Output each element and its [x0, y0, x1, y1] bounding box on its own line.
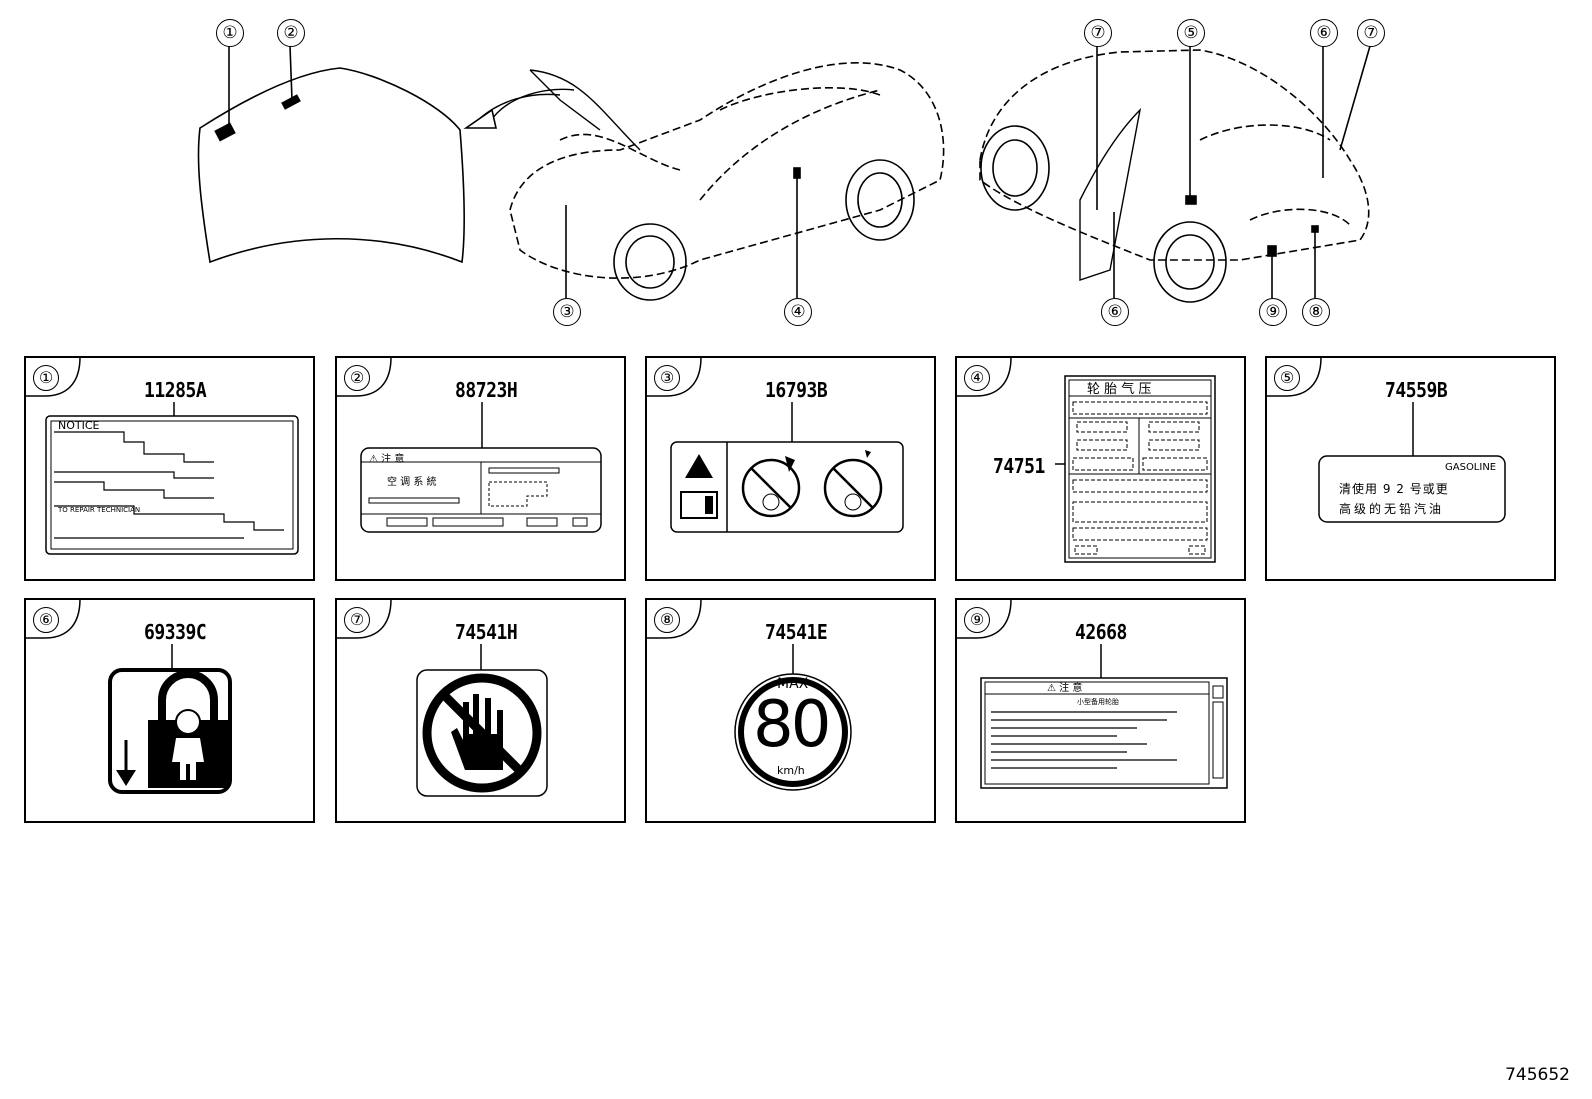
label-panel-4: ④ 74751 轮 胎 气 压 [955, 356, 1246, 581]
panel-number: ⑧ [654, 607, 680, 633]
ac-caution-text: ⚠ 注 意 [369, 454, 405, 465]
warn-sub-text: 小型备用轮胎 [1077, 698, 1119, 706]
notice-title: NOTICE [58, 419, 100, 432]
callout-6b: ⑥ [1101, 298, 1129, 326]
label-panel-5: ⑤ 74559B GASOLINE 清使用 9 2 号或更 高级的无铅汽油 [1265, 356, 1556, 581]
callout-6a: ⑥ [1310, 19, 1338, 47]
panel-number: ⑨ [964, 607, 990, 633]
panel-number: ④ [964, 365, 990, 391]
gasoline-text: GASOLINE [1445, 462, 1497, 473]
part-number: 11285A [144, 378, 207, 402]
speed-limit-icon [734, 644, 852, 791]
panel-number: ⑦ [344, 607, 370, 633]
panel-number: ⑤ [1274, 365, 1300, 391]
tire-pressure-title: 轮 胎 气 压 [1087, 382, 1152, 397]
callout-3: ③ [553, 298, 581, 326]
child-lock-icon [108, 644, 232, 794]
fuel-instruction-line1: 清使用 9 2 号或更 [1339, 482, 1449, 496]
label-panel-3: ③ 16793B [645, 356, 936, 581]
label-panel-1: ① 11285A NOTICE TO REPAIR TECHNICIAN [24, 356, 315, 581]
callout-5: ⑤ [1177, 19, 1205, 47]
callout-2: ② [277, 19, 305, 47]
callout-4: ④ [784, 298, 812, 326]
callout-7a: ⑦ [1084, 19, 1112, 47]
speed-unit-text: km/h [777, 764, 805, 777]
tire-pressure-graphic [1055, 375, 1216, 563]
panel-number: ② [344, 365, 370, 391]
part-number: 42668 [1075, 620, 1127, 644]
part-number: 74751 [993, 454, 1045, 478]
notice-repair-text: TO REPAIR TECHNICIAN [58, 506, 141, 514]
panel-number: ③ [654, 365, 680, 391]
part-number: 74559B [1385, 378, 1448, 402]
part-number: 88723H [455, 378, 518, 402]
part-number: 74541H [455, 620, 518, 644]
speed-value-text: 80 [753, 688, 831, 762]
spare-tire-warning-graphic [980, 644, 1228, 789]
label-panel-8: ⑧ 74541E MAX 80 km/h [645, 598, 936, 823]
figure-id: 745652 [1505, 1065, 1570, 1085]
label-panel-6: ⑥ 69339C [24, 598, 315, 823]
callout-1: ① [216, 19, 244, 47]
fuel-label-graphic [1318, 402, 1506, 523]
no-touch-icon [416, 644, 548, 797]
vehicle-illustration [197, 45, 1371, 303]
airbag-warning-graphic [670, 402, 904, 533]
ac-label-graphic [360, 402, 602, 533]
callout-8: ⑧ [1302, 298, 1330, 326]
callout-7b: ⑦ [1357, 19, 1385, 47]
label-panel-2: ② 88723H ⚠ 注 意 空 调 系 統 [335, 356, 626, 581]
part-number: 16793B [765, 378, 828, 402]
part-number: 69339C [144, 620, 207, 644]
warn-caution-text: ⚠ 注 意 [1047, 683, 1083, 694]
label-panel-7: ⑦ 74541H [335, 598, 626, 823]
speed-max-text: MAX [777, 676, 809, 692]
fuel-instruction-line2: 高级的无铅汽油 [1339, 502, 1445, 516]
callout-9: ⑨ [1259, 298, 1287, 326]
label-panel-9: ⑨ 42668 ⚠ 注 意 小型备用轮胎 [955, 598, 1246, 823]
part-number: 74541E [765, 620, 828, 644]
notice-label-graphic [45, 402, 299, 555]
panel-number: ① [33, 365, 59, 391]
ac-system-text: 空 调 系 統 [387, 477, 437, 488]
panel-number: ⑥ [33, 607, 59, 633]
